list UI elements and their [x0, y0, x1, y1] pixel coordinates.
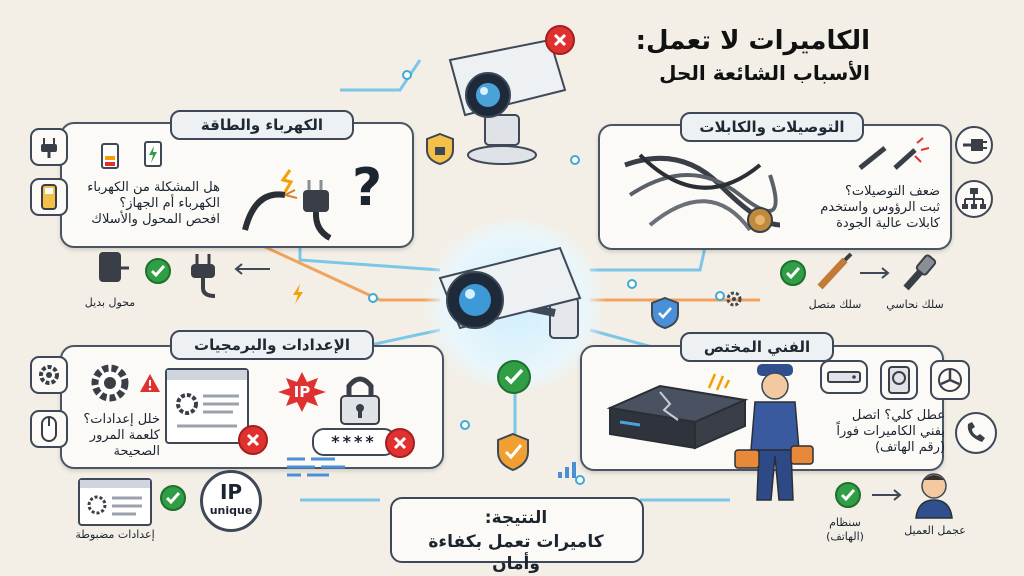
config-window-icon: [78, 478, 152, 526]
page-title: الكاميرات لا تعمل:: [635, 26, 870, 56]
connections-text-2: ثبت الرؤوس واستخدم: [820, 200, 940, 215]
technician-text-3: (رقم الهاتف): [874, 440, 945, 455]
center-check-icon: [497, 360, 531, 394]
technician-caption-right: عجمل العميل: [904, 524, 966, 537]
mouse-box-icon: [30, 410, 68, 448]
ip-unique-badge: IP unique: [200, 470, 262, 532]
connections-check-icon: [780, 260, 806, 286]
error-x-icon: [545, 25, 575, 55]
fan-box-icon: [930, 360, 970, 400]
power-text-1: هل المشكلة من الكهرباء: [87, 180, 220, 195]
power-check-icon: [145, 258, 171, 284]
ip-badge-icon: IP: [278, 372, 326, 412]
ip-unique-top: IP: [219, 480, 243, 504]
connections-text-3: كابلات عالية الجودة: [836, 216, 940, 231]
dvr-box-icon: [820, 360, 868, 394]
gear-box-icon: [30, 356, 68, 394]
connections-text-1: ضعف التوصيلات؟: [845, 184, 940, 199]
power-text-2: الكهرباء أم الجهاز؟: [119, 196, 220, 211]
page-subtitle: الأسباب الشائعة الحل: [659, 61, 870, 85]
question-mark-icon: ?: [352, 158, 383, 218]
center-camera: [430, 228, 610, 378]
settings-text-3: الصحيحة: [113, 444, 160, 459]
power-label: الكهرباء والطاقة: [170, 110, 354, 140]
technician-text-2: بفني الكاميرات فوراً: [836, 424, 945, 439]
technician-check-icon: [835, 482, 861, 508]
technician-caption-left-2: (الهاتف): [826, 530, 864, 543]
result-line-1: النتيجة:: [484, 508, 548, 528]
password-field: ****: [312, 428, 396, 456]
password-mask: ****: [331, 432, 377, 451]
settings-error-icon: [238, 425, 268, 455]
network-box-icon: [955, 180, 993, 218]
phone-box-icon: [955, 412, 997, 454]
result-box: النتيجة: كاميرات تعمل بكفاءة وأمان: [390, 497, 644, 574]
hard-drive-box-icon: [880, 360, 918, 400]
ip-badge-text: IP: [293, 383, 311, 401]
technician-label: الفني المختص: [680, 332, 834, 362]
settings-check-icon: [160, 485, 186, 511]
settings-text-1: خلل إعدادات؟: [83, 412, 160, 427]
window-titlebar: [167, 370, 247, 380]
power-caption: محول بديل: [84, 296, 136, 309]
settings-label: الإعدادات والبرمجيات: [170, 330, 374, 360]
technician-text-1: عطل كلي؟ اتصل: [851, 408, 945, 423]
result-line-2: كاميرات تعمل بكفاءة وأمان: [428, 532, 604, 574]
connections-label: التوصيلات والكابلات: [680, 112, 864, 142]
power-text-3: افحص المحول والأسلاك: [91, 212, 220, 227]
title-block: الكاميرات لا تعمل: الأسباب الشائعة الحل: [610, 22, 870, 92]
connections-caption-left: سلك متصل: [808, 298, 862, 311]
power-plug-box-icon: [30, 128, 68, 166]
settings-caption: إعدادات مضبوطة: [75, 528, 155, 541]
connections-caption-right: سلك نحاسي: [886, 298, 944, 311]
password-error-icon: [385, 428, 415, 458]
cable-plug-box-icon: [955, 126, 993, 164]
technician-caption-left-1: سنظام: [829, 516, 861, 529]
top-camera: [440, 20, 575, 170]
settings-text-2: كلعمة المرور: [89, 428, 160, 443]
voltage-meter-box-icon: [30, 178, 68, 216]
ip-unique-bottom: unique: [209, 504, 253, 517]
settings-window-icon: [165, 368, 249, 444]
